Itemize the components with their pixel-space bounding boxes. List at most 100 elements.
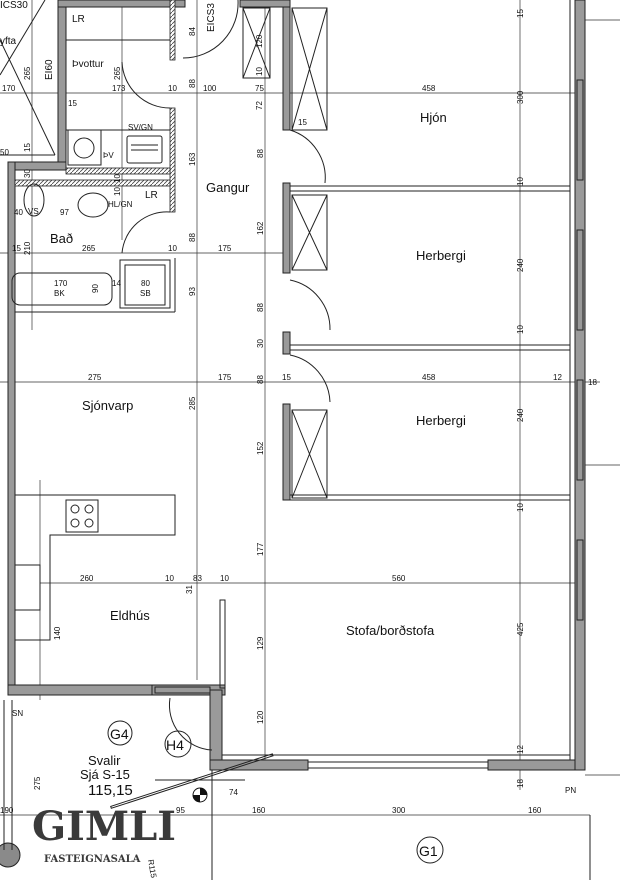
label-sn: SN (12, 709, 23, 718)
dimension-label: 175 (218, 373, 232, 382)
dimension-label: 100 (203, 84, 217, 93)
dimension-label: 18 (588, 378, 597, 387)
dimension-label: 12 (553, 373, 562, 382)
dimension-label: 10 (516, 503, 525, 512)
dimension-label: 18 (516, 779, 525, 788)
dimension-label: 170 (2, 84, 16, 93)
dimension-label: 175 (218, 244, 232, 253)
dimension-label: 31 (185, 585, 194, 594)
dimension-label: 88 (188, 233, 197, 242)
dimension-label: 260 (80, 574, 94, 583)
label-ei60: EI60 (44, 59, 55, 80)
logo-subtitle: FASTEIGNASALA (44, 854, 141, 865)
dimension-label: 425 (516, 622, 525, 636)
dimension-label: 88 (256, 303, 265, 312)
windows (154, 79, 584, 769)
dimension-label: 10 (113, 187, 122, 196)
label-pn: PN (565, 786, 576, 795)
label-hl-gn: HL/GN (108, 200, 133, 209)
label-sv-gn: SV/GN (128, 123, 153, 132)
label-bk: BK (54, 289, 65, 298)
room-label-lr-top: LR (72, 14, 85, 25)
dimension-label: 265 (23, 66, 32, 80)
dimension-label: 140 (53, 626, 62, 640)
marker-g1-circle (416, 836, 444, 864)
closets (242, 7, 328, 499)
dimension-label: 14 (112, 279, 121, 288)
dimension-label: 15 (516, 9, 525, 18)
dimension-label: 458 (422, 373, 436, 382)
marker-h4-circle (164, 730, 192, 758)
dimension-label: 240 (516, 408, 525, 422)
dimension-label: 120 (256, 710, 265, 724)
dimension-label: 75 (255, 84, 264, 93)
dimension-label: 10 (516, 325, 525, 334)
dimension-label: 120 (255, 34, 264, 48)
dimension-label: 15 (282, 373, 291, 382)
room-label-herbergi-1: Herbergi (416, 248, 466, 263)
logo-name: GIMLI (32, 803, 176, 850)
label-r115: R115 (146, 859, 158, 879)
dimension-label: 15 (23, 143, 32, 152)
label-eics3: EICS3 (206, 3, 217, 32)
dimension-label: 10 (113, 174, 122, 183)
dimension-label: 72 (255, 101, 264, 110)
room-label-bad: Bað (50, 231, 73, 246)
dimension-label: 10 (168, 244, 177, 253)
room-label-eldhus: Eldhús (110, 608, 150, 623)
dimension-label: 190 (0, 806, 14, 815)
dimension-label: 285 (188, 396, 197, 410)
dimension-label: 90 (91, 284, 100, 293)
dimension-label: 74 (229, 788, 238, 797)
dimension-label: 275 (88, 373, 102, 382)
marker-g1: G1 (419, 843, 438, 859)
dimension-label: 95 (176, 806, 185, 815)
room-label-hjon: Hjón (420, 110, 447, 125)
dimension-label: 50 (0, 148, 9, 157)
dimension-label: 265 (82, 244, 96, 253)
dimension-label: 177 (256, 542, 265, 556)
dimension-label: 240 (516, 258, 525, 272)
dimension-label: 88 (188, 79, 197, 88)
dimension-label: 10 (165, 574, 174, 583)
room-label-herbergi-2: Herbergi (416, 413, 466, 428)
dimension-label: 170 (54, 279, 68, 288)
room-label-sjonvarp: Sjónvarp (82, 398, 133, 413)
dimension-label: 10 (516, 177, 525, 186)
label-ics30: ICS30 (0, 0, 28, 11)
room-label-lr-bath: LR (145, 190, 158, 201)
room-label-gangur: Gangur (206, 180, 250, 195)
label-fyfta: yfta (0, 36, 17, 47)
stairwell (0, 0, 56, 156)
marker-g4-circle (107, 720, 133, 746)
dimension-label: 15 (68, 99, 77, 108)
fixture-labels: SV/GN ÞV HL/GN VS BK SB SN PN EI60 EICS3… (0, 0, 576, 879)
dimension-label: 163 (188, 152, 197, 166)
dimension-label: 10 (168, 84, 177, 93)
dimension-label: 160 (528, 806, 542, 815)
room-label-svalir-ref: Sjá S-15 (80, 767, 130, 782)
room-labels: LR Þvottur LR Bað Gangur Hjón Herbergi H… (50, 14, 466, 799)
label-vs: VS (28, 207, 39, 216)
room-label-stofa: Stofa/borðstofa (346, 623, 435, 638)
dimension-label: 40 (14, 208, 23, 217)
doors (121, 0, 331, 751)
dimension-label: 10 (220, 574, 229, 583)
dimension-label: 30 (256, 339, 265, 348)
dimension-label: 88 (256, 375, 265, 384)
dimension-label: 88 (256, 149, 265, 158)
reference-markers: G4 H4 G1 (107, 720, 444, 864)
dimension-label: 162 (256, 221, 265, 235)
walls (7, 0, 586, 771)
dimension-label: 152 (256, 441, 265, 455)
room-label-svalir: Svalir (88, 753, 121, 768)
dimension-label: 129 (256, 636, 265, 650)
dimension-label: 93 (188, 287, 197, 296)
dimension-label: 80 (141, 279, 150, 288)
gimli-logo: GIMLI FASTEIGNASALA (32, 803, 176, 865)
dimension-label: 83 (193, 574, 202, 583)
room-label-thvottur: Þvottur (72, 59, 104, 70)
dimension-label: 10 (255, 67, 264, 76)
